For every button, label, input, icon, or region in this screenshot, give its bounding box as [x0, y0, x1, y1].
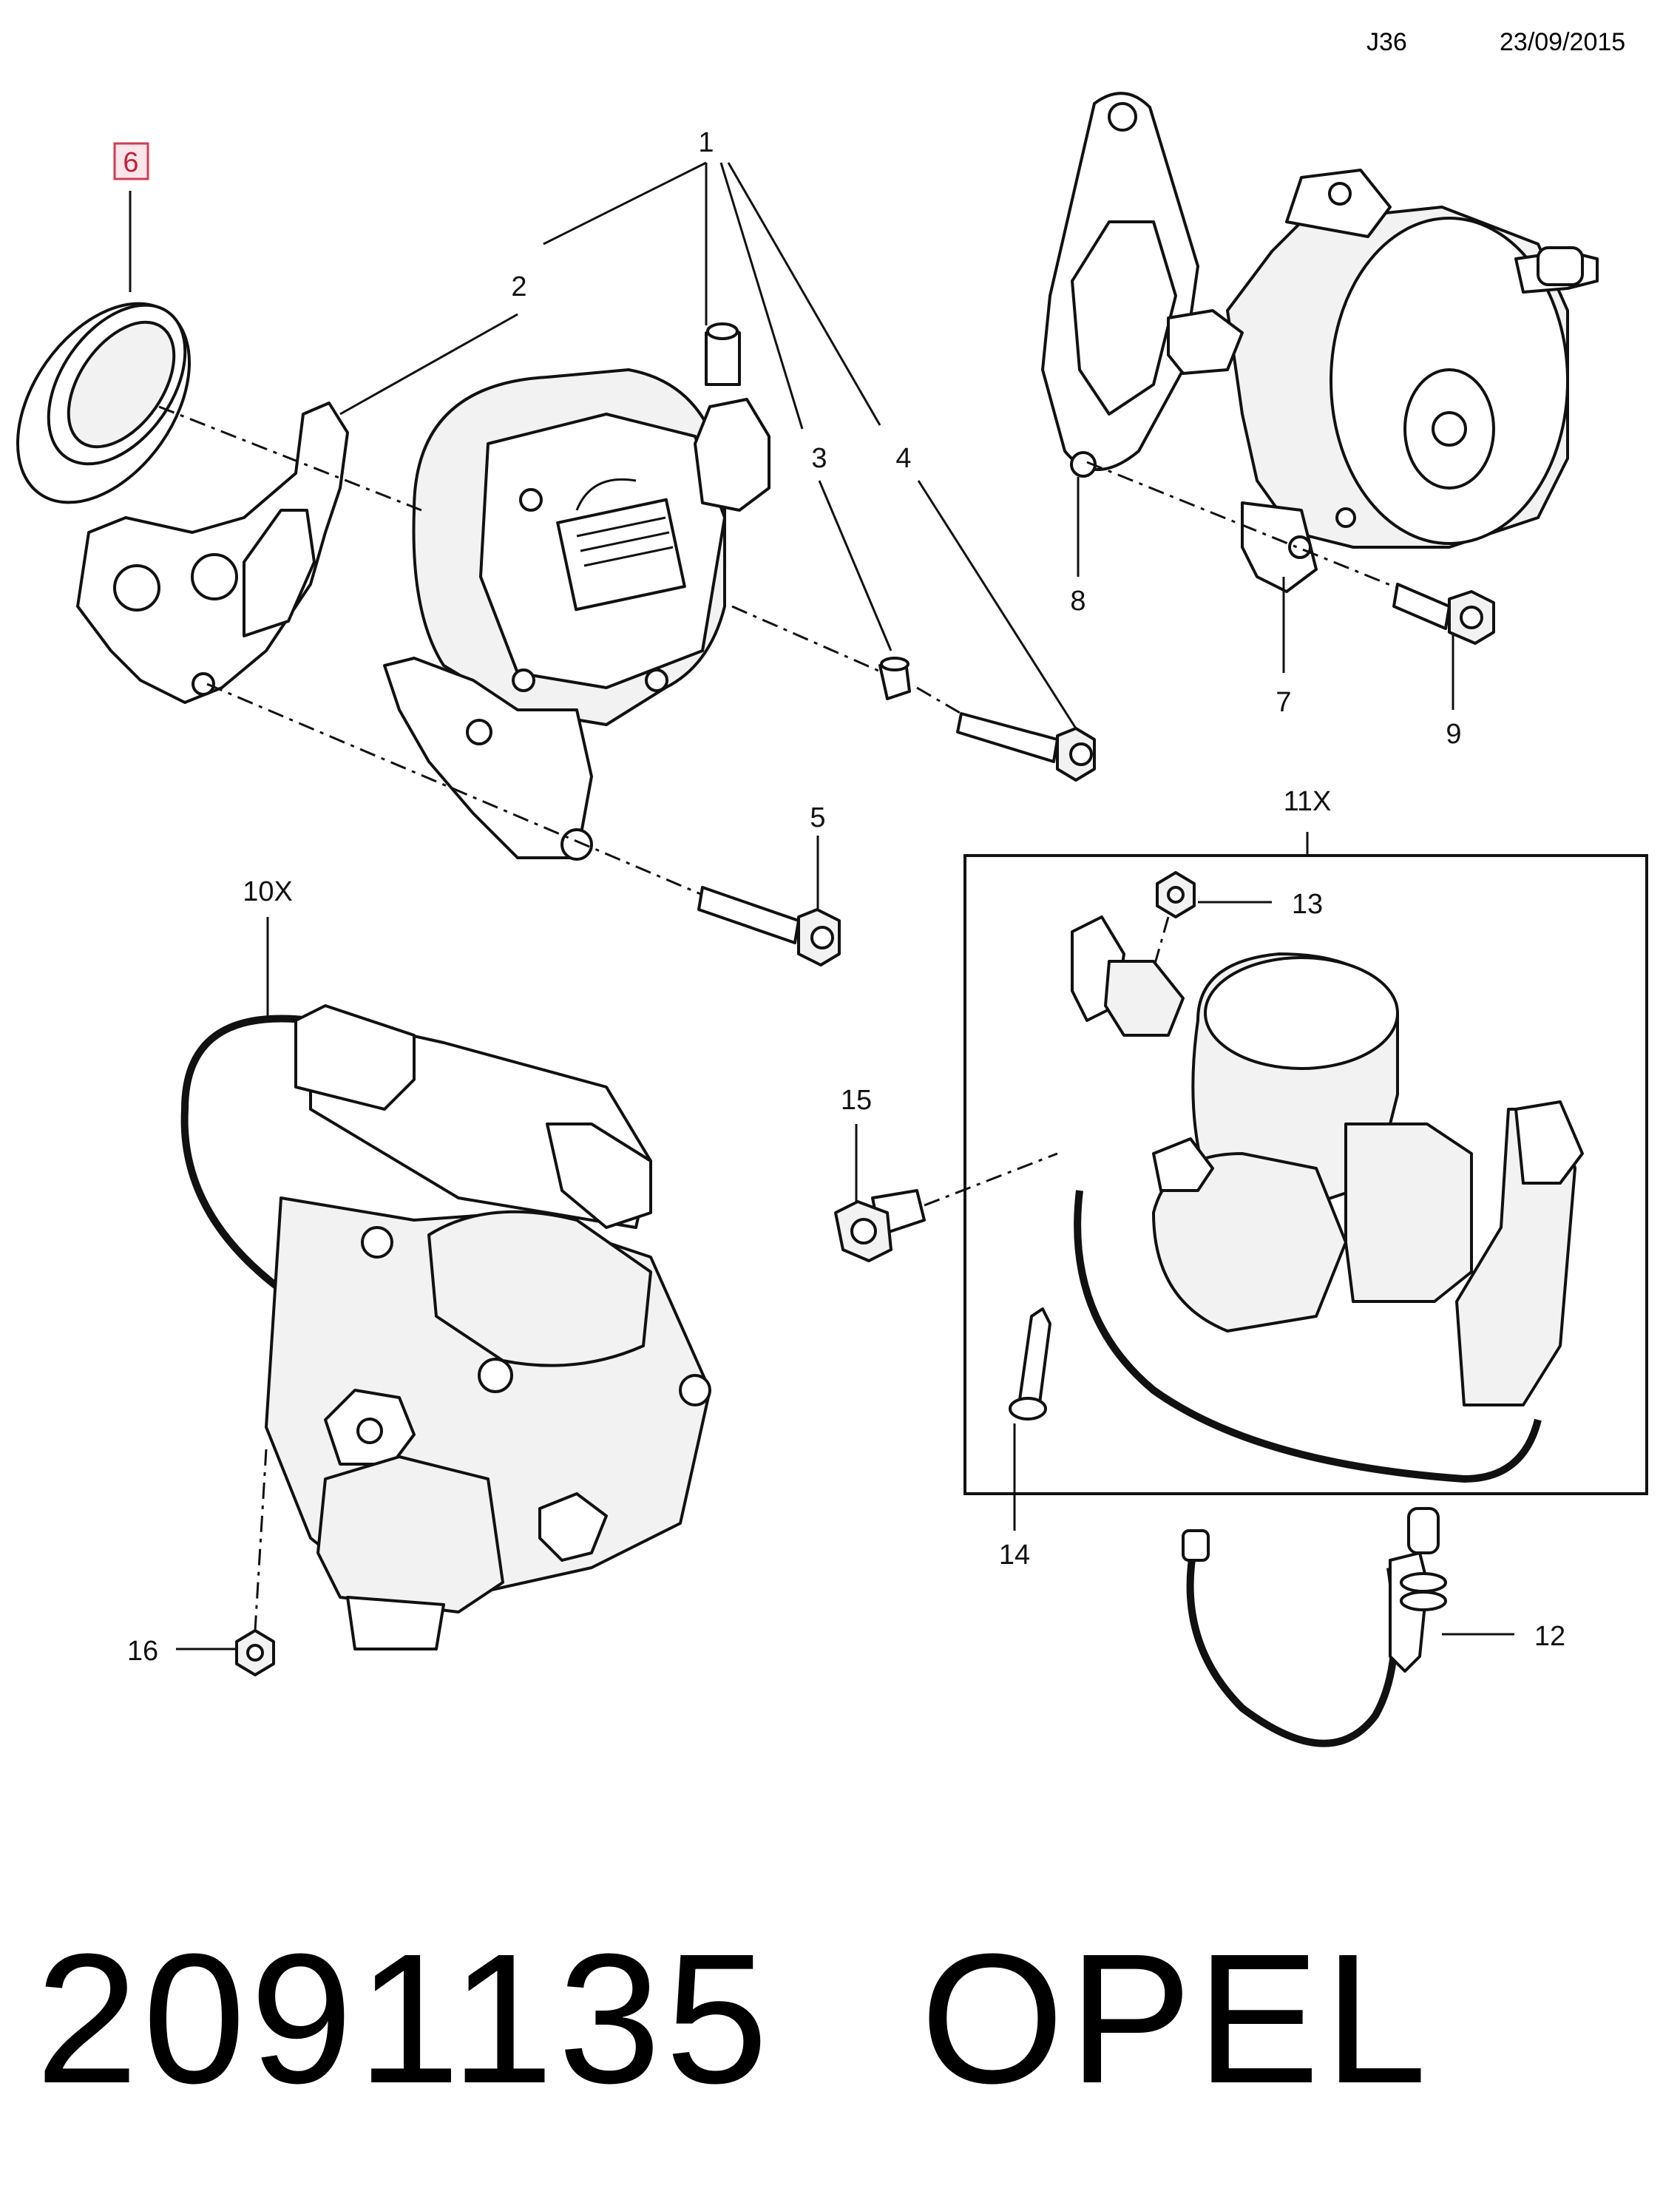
diagram-code: J36	[1366, 28, 1407, 56]
seal-ring-part[interactable]	[0, 272, 225, 535]
pump-bolt-long-part[interactable]	[956, 712, 1096, 782]
callout-4[interactable]: 4	[895, 443, 911, 474]
callout-5[interactable]: 5	[810, 802, 825, 833]
callout-9[interactable]: 9	[1446, 719, 1461, 750]
callout-15[interactable]: 15	[841, 1085, 872, 1116]
callout-labels: 1 2 3 4 5 6 7 8 9 10X 11X 12 13 14 15 16	[113, 127, 1565, 1667]
kit-11x-frame	[963, 854, 1648, 1495]
callout-6-highlight	[113, 142, 149, 180]
vacuum-pump-gasket-part[interactable]	[76, 402, 349, 704]
exploded-parts-diagram: 1 2 3 4 5 6 7 8 9 10X 11X 12 13 14 15 16	[0, 92, 1648, 1747]
kit-stud-part[interactable]	[1009, 1307, 1051, 1421]
callout-12[interactable]: 12	[1534, 1621, 1565, 1652]
leader-lines	[129, 161, 1514, 1650]
pump-gasket-right-part[interactable]	[1041, 92, 1199, 478]
torx-screw-part[interactable]	[834, 1189, 926, 1262]
pump-bolt-right-part[interactable]	[1392, 583, 1495, 645]
callout-2[interactable]: 2	[511, 271, 526, 302]
callout-3[interactable]: 3	[811, 443, 827, 474]
callout-16[interactable]: 16	[127, 1636, 158, 1667]
callout-10x[interactable]: 10X	[243, 876, 293, 907]
callout-6[interactable]: 6	[123, 147, 138, 178]
kit-nut-part[interactable]	[1156, 871, 1196, 918]
diagram-date: 23/09/2015	[1500, 28, 1626, 56]
callout-1[interactable]: 1	[698, 127, 714, 158]
pump-nut-part[interactable]	[235, 1629, 275, 1676]
callout-7[interactable]: 7	[1276, 687, 1291, 718]
brand-name: OPEL	[920, 1915, 1432, 2122]
vacuum-pump-kit-part[interactable]	[1071, 915, 1584, 1483]
callout-8[interactable]: 8	[1070, 586, 1085, 617]
electric-vacuum-pump-part[interactable]	[180, 1004, 711, 1650]
callout-14[interactable]: 14	[999, 1540, 1030, 1571]
part-number: 2091135	[35, 1915, 773, 2122]
hose-connector-part[interactable]	[1182, 1507, 1447, 1747]
vacuum-pump-right-part[interactable]	[1167, 169, 1599, 593]
sleeve-part[interactable]	[878, 657, 911, 700]
callout-13[interactable]: 13	[1292, 889, 1323, 920]
vacuum-pump-assembly-part[interactable]	[383, 322, 770, 861]
callout-11x[interactable]: 11X	[1284, 786, 1332, 817]
